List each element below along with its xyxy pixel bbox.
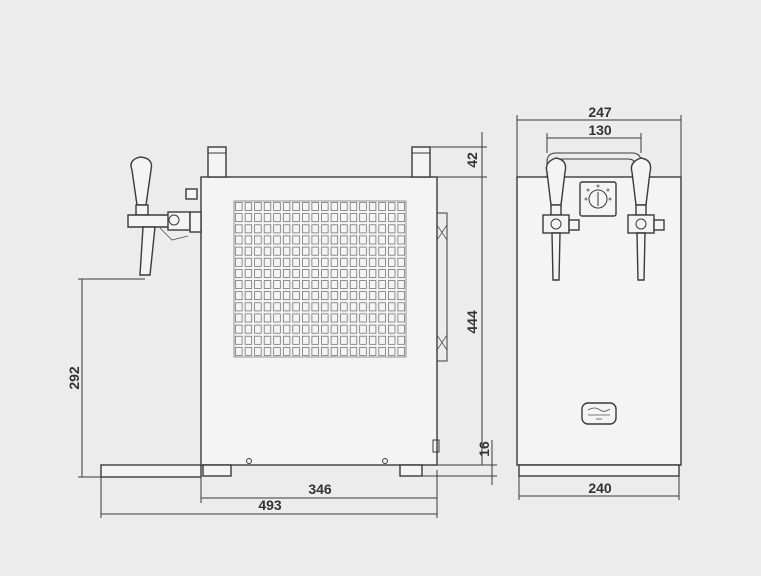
screw-right — [382, 458, 388, 464]
brand-badge-icon — [581, 402, 617, 425]
dim-240-label: 240 — [588, 480, 612, 496]
dim-444-label: 444 — [464, 310, 480, 334]
side-body — [200, 176, 438, 466]
ventilation-grille — [233, 200, 407, 358]
screw-left — [246, 458, 252, 464]
front-base — [518, 464, 680, 477]
drip-tray — [100, 464, 202, 478]
beer-tap-icon — [627, 157, 665, 281]
dim-346-label: 346 — [308, 481, 332, 497]
dim-247-label: 247 — [588, 104, 612, 120]
front-view — [516, 152, 682, 477]
side-foot-left — [202, 464, 232, 477]
thermostat-knob-icon — [579, 181, 617, 217]
side-dimensions: 292 346 493 42 444 16 — [66, 132, 497, 518]
side-handle-left — [207, 146, 227, 178]
side-view — [100, 146, 448, 478]
dim-42-label: 42 — [464, 152, 480, 168]
side-foot-right — [399, 464, 423, 477]
dim-292-label: 292 — [66, 366, 82, 390]
front-dimensions: 247 130 240 — [516, 104, 682, 500]
beer-tap-icon — [542, 157, 580, 281]
dim-130-label: 130 — [588, 122, 612, 138]
side-handle-right — [411, 146, 431, 178]
fan-icon — [432, 212, 448, 453]
dim-493-label: 493 — [258, 497, 282, 513]
beer-tap-icon — [127, 156, 202, 276]
dim-16-label: 16 — [476, 441, 492, 457]
